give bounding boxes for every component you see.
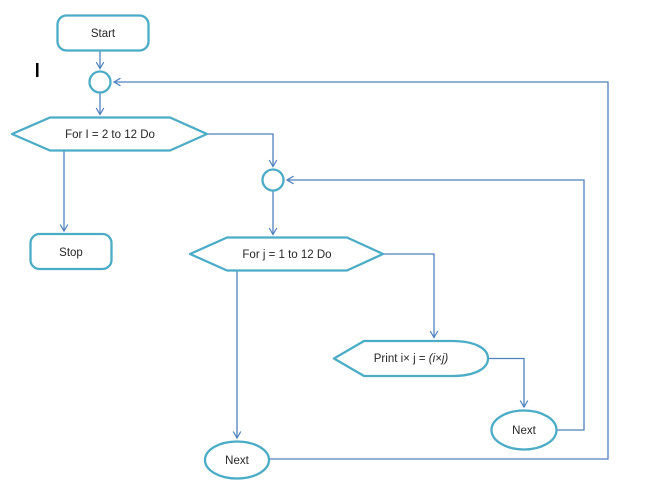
inner-for-loop-node[interactable]: For j = 1 to 12 Do [188,236,385,272]
arrow-outer-loop-to-connector2[interactable] [207,133,278,168]
arrow-inner-loopback[interactable] [285,175,585,431]
inner-for-loop-label: For j = 1 to 12 Do [242,249,331,261]
outer-for-loop-node[interactable]: For I = 2 to 12 Do [10,116,209,152]
next-inner-label: Next [512,425,536,437]
loop-connector-2[interactable] [261,168,285,192]
loop-connector-1[interactable] [88,70,112,94]
inner-for-loop-shape[interactable] [188,236,385,272]
next-outer-shape[interactable] [203,440,271,480]
stop-shape[interactable] [29,232,113,271]
next-outer-label: Next [225,455,249,467]
next-inner-shape[interactable] [490,409,558,451]
print-label: Print i× j = (i×j) [374,353,449,365]
start-label: Start [91,28,116,40]
outer-for-loop-shape[interactable] [10,116,209,152]
outer-for-loop-label: For I = 2 to 12 Do [65,129,155,141]
print-label-italic: (i×j) [429,353,449,365]
text-cursor [36,63,39,77]
stop-node[interactable]: Stop [29,232,113,271]
print-node[interactable]: Print i× j = (i×j) [332,339,490,378]
next-node-outer[interactable]: Next [203,440,271,480]
arrow-outer-loopback[interactable] [112,77,609,460]
arrow-print-to-next-inner[interactable] [488,357,529,409]
print-shape[interactable] [332,339,490,378]
arrow-inner-loop-to-print[interactable] [383,253,439,339]
next-node-inner[interactable]: Next [490,409,558,451]
stop-label: Stop [59,247,83,259]
start-node[interactable]: Start [56,14,150,52]
start-shape[interactable] [56,14,150,52]
print-label-prefix: Print i× j = [374,353,429,365]
